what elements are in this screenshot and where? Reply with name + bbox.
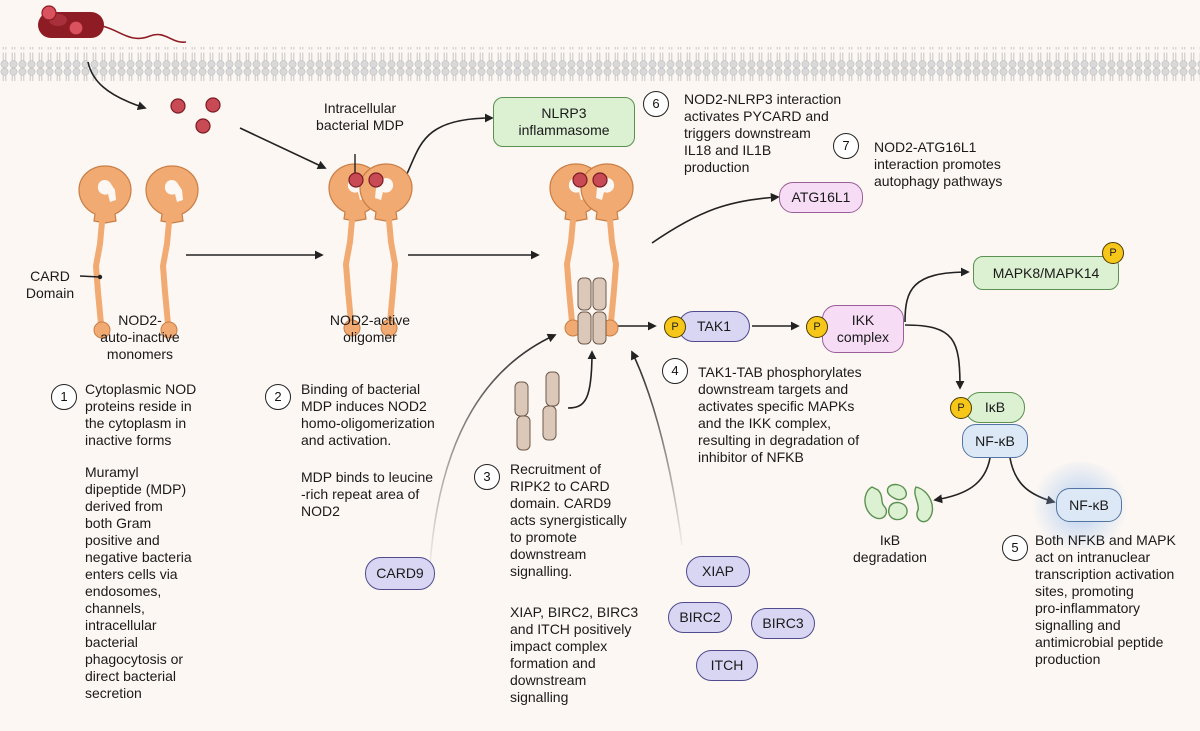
nlrp3-inflammasome-node: NLRP3 inflammasome bbox=[493, 97, 635, 147]
card9-node: CARD9 bbox=[365, 557, 435, 590]
nod2-ripk2-complex-icon bbox=[550, 164, 633, 345]
atg16l1-node: ATG16L1 bbox=[779, 182, 863, 213]
mdp-binds-note: MDP binds to leucine -rich repeat area o… bbox=[301, 469, 434, 519]
ikb-node: IκB bbox=[965, 392, 1025, 423]
step-4-text: TAK1-TAB phosphorylates downstream targe… bbox=[698, 364, 862, 465]
intracellular-mdp-label: Intracellular bacterial MDP bbox=[316, 100, 404, 133]
ikb-degradation-label: IκB degradation bbox=[853, 532, 927, 565]
birc2-node: BIRC2 bbox=[668, 602, 732, 633]
step-5-number: 5 bbox=[1002, 535, 1028, 561]
card9-arrow bbox=[429, 333, 557, 566]
xiap-node: XIAP bbox=[686, 556, 750, 587]
nfkb-nuclear-node: NF-κB bbox=[1056, 488, 1122, 522]
step-5-text: Both NFKB and MAPK act on intranuclear t… bbox=[1035, 532, 1176, 667]
step-2-number: 2 bbox=[265, 384, 291, 410]
muramyl-dipeptide-note: Muramyl dipeptide (MDP) derived from bot… bbox=[85, 464, 192, 701]
card-domain-label: CARD Domain bbox=[25, 268, 75, 301]
ripk2-free-icon bbox=[514, 371, 560, 451]
nod2-active-oligomer-icon bbox=[329, 154, 412, 336]
oligomer-label: NOD2-active oligomer bbox=[329, 312, 411, 345]
mapk-node: MAPK8/MAPK14 bbox=[973, 256, 1119, 290]
step-1-text: Cytoplasmic NOD proteins reside in the c… bbox=[85, 381, 197, 448]
mdp-particles bbox=[170, 97, 221, 134]
step-4-number: 4 bbox=[662, 358, 688, 384]
nfkb-node: NF-κB bbox=[962, 424, 1028, 458]
birc3-node: BIRC3 bbox=[751, 608, 815, 639]
pathway-arrows bbox=[87, 61, 1056, 505]
step-3-number: 3 bbox=[474, 464, 500, 490]
step-2-text: Binding of bacterial MDP induces NOD2 ho… bbox=[301, 381, 435, 448]
step-6-text: NOD2-NLRP3 interaction activates PYCARD … bbox=[684, 91, 842, 175]
step-7-number: 7 bbox=[833, 133, 859, 159]
step-1-number: 1 bbox=[51, 384, 77, 410]
bacterium-icon bbox=[38, 5, 187, 43]
card-domain-pointer bbox=[79, 275, 101, 278]
cell-membrane bbox=[0, 47, 1200, 81]
tak1-phospho-icon: P bbox=[664, 316, 686, 338]
xiap-arrow bbox=[631, 350, 683, 546]
step-3-text: Recruitment of RIPK2 to CARD domain. CAR… bbox=[510, 461, 627, 579]
xiap-birc-note: XIAP, BIRC2, BIRC3 and ITCH positively i… bbox=[510, 604, 639, 705]
ikb-degradation-fragments-icon bbox=[864, 483, 934, 523]
ikb-phospho-icon: P bbox=[950, 397, 972, 419]
step-7-text: NOD2-ATG16L1 interaction promotes autoph… bbox=[874, 139, 1003, 189]
ikk-phospho-icon: P bbox=[806, 316, 828, 338]
tak1-node: TAK1 bbox=[678, 311, 750, 342]
step-6-number: 6 bbox=[643, 91, 669, 117]
itch-node: ITCH bbox=[696, 650, 758, 681]
mapk-phospho-icon: P bbox=[1102, 242, 1124, 264]
ikk-complex-node: IKK complex bbox=[822, 305, 904, 353]
monomers-label: NOD2- auto-inactive monomers bbox=[100, 312, 180, 362]
